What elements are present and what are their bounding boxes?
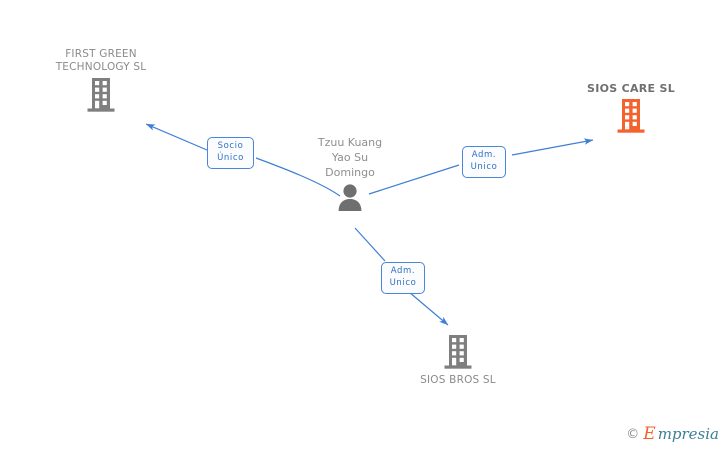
brand-initial: E xyxy=(643,424,656,444)
edge-person-to-sios-bros xyxy=(354,227,386,262)
edge-person-to-first-green xyxy=(255,157,341,197)
company-node-sios-bros[interactable]: SIOS BROS SL xyxy=(383,331,533,387)
company-node-first-green[interactable]: FIRST GREEN TECHNOLOGY SL xyxy=(26,48,176,113)
building-icon xyxy=(617,99,645,133)
company-node-sios-care[interactable]: SIOS CARE SL xyxy=(556,82,706,134)
empresia-watermark: © E mpresia xyxy=(626,426,719,443)
person-icon xyxy=(338,184,362,211)
company-label-sios-care: SIOS CARE SL xyxy=(586,82,676,95)
relation-label-socio-unico[interactable]: Socio Único xyxy=(207,137,254,169)
building-icon xyxy=(87,78,115,112)
edge-socio-unico-to-first-green xyxy=(145,123,208,151)
relation-label-adm-unico-sios-bros[interactable]: Adm. Unico xyxy=(381,262,425,294)
company-label-first-green: FIRST GREEN TECHNOLOGY SL xyxy=(55,48,147,73)
building-icon xyxy=(444,335,472,369)
company-label-sios-bros: SIOS BROS SL xyxy=(420,374,496,386)
edge-adm-unico-to-sios-bros xyxy=(408,291,449,326)
edge-adm-unico-to-sios-care xyxy=(511,138,594,156)
brand-name: mpresia xyxy=(657,425,719,443)
edge-person-to-sios-care xyxy=(368,164,460,195)
relation-label-adm-unico-sios-care[interactable]: Adm. Unico xyxy=(462,146,506,178)
copyright-icon: © xyxy=(626,427,640,442)
person-node[interactable]: Tzuu Kuang Yao Su Domingo xyxy=(275,135,425,211)
person-name-label: Tzuu Kuang Yao Su Domingo xyxy=(317,136,383,179)
